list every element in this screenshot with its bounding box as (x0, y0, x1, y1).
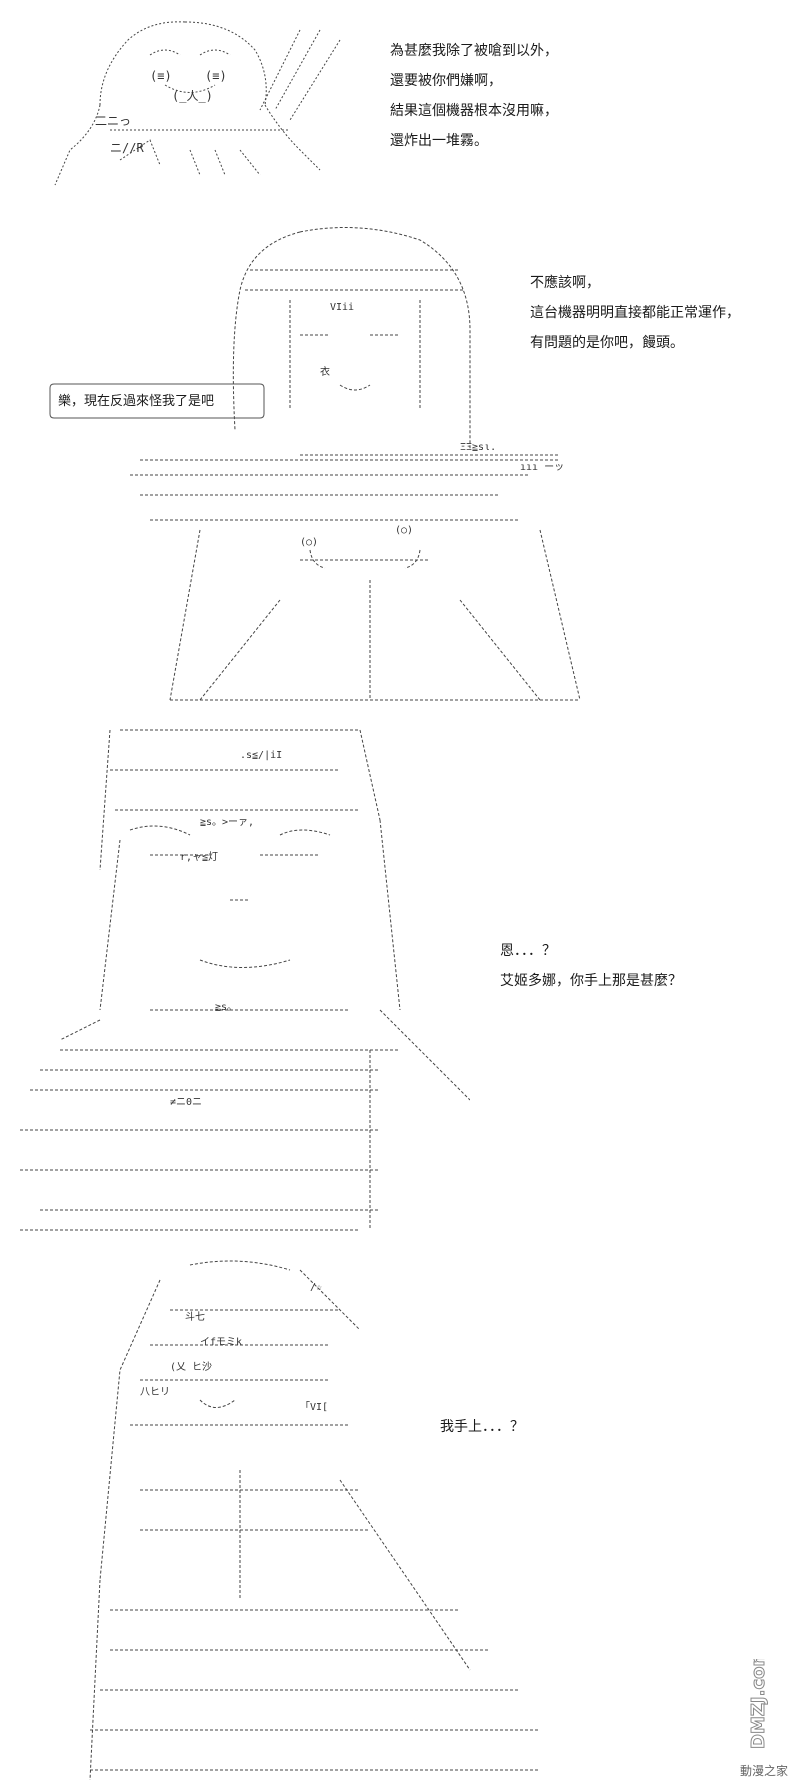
panel-2-dialogue: 不應該啊， 這台機器明明直接都能正常運作， 有問題的是你吧，饅頭。 (530, 268, 740, 358)
yukkuri-ascii-art: (≡) (≡) (_人_) 二ニっ ニ//R (54, 21, 341, 186)
dialogue-line: 還炸出一堆霧。 (390, 133, 488, 149)
panel-4-dialogue: 我手上．．．？ (440, 1412, 524, 1442)
svg-text:(○): (○) (300, 537, 318, 548)
dialogue-line: 我手上．．．？ (440, 1419, 524, 1435)
svg-text:ニ//R: ニ//R (110, 141, 144, 155)
svg-text:衣: 衣 (320, 365, 330, 378)
svg-text:ΞΞ≧sι.: ΞΞ≧sι. (460, 442, 496, 453)
dialogue-line: 還要被你們嫌啊， (390, 73, 502, 89)
speech-bubble-outline (49, 383, 265, 419)
dialogue-line: 有問題的是你吧，饅頭。 (530, 335, 684, 351)
panel-3-dialogue: 恩．．．？ 艾姬多娜，你手上那是甚麼？ (500, 936, 682, 996)
svg-text:.s≦/|iI: .s≦/|iI (240, 750, 282, 761)
svg-text:(乂 ヒ沙: (乂 ヒ沙 (170, 1361, 212, 1373)
girl-closeup-ascii-art: .s≦/|iI ≧s。>ーァ, r,ャ≦灯 ≧s。 ≠ニ0ニ (20, 729, 470, 1231)
svg-text:「VI[: 「VI[ (300, 1401, 328, 1413)
watermark-logo-text: DMZJ.com (748, 1659, 769, 1749)
dialogue-line: 這台機器明明直接都能正常運作， (530, 305, 740, 321)
girl-with-device-ascii-art: VIii 衣 ΞΞ≧sι. ııı ーッ (○) (○) (130, 227, 581, 701)
svg-text:≧s。>ーァ,: ≧s。>ーァ, (200, 817, 254, 828)
svg-text:斗七: 斗七 (185, 1311, 205, 1323)
svg-text:ııı ーッ: ııı ーッ (520, 462, 564, 473)
dialogue-line: 艾姬多娜，你手上那是甚麼？ (500, 973, 682, 989)
watermark: DMZJ.com 動漫之家 (732, 1647, 788, 1779)
panel-4: /☆ 斗七 イfモミk (乂 ヒ沙 八ヒリ 「VI[ 我手上．．．？ DMZJ.… (0, 1250, 800, 1785)
svg-text:八ヒリ: 八ヒリ (140, 1386, 170, 1398)
dialogue-line: 不應該啊， (530, 275, 600, 291)
watermark-caption: 動漫之家 (739, 1764, 788, 1778)
svg-text:r,ャ≦灯: r,ャ≦灯 (180, 851, 218, 863)
panel-2: VIii 衣 ΞΞ≧sι. ııı ーッ (○) (○) 樂，現在反過來怪我了是… (0, 200, 800, 710)
svg-text:≠ニ0ニ: ≠ニ0ニ (170, 1097, 202, 1108)
svg-text:(_人_): (_人_) (172, 89, 213, 103)
svg-text:二ニっ: 二ニっ (95, 114, 131, 128)
panel-3: .s≦/|iI ≧s。>ーァ, r,ャ≦灯 ≧s。 ≠ニ0ニ 恩．．．？ 艾姬多… (0, 710, 800, 1250)
svg-text:≧s。: ≧s。 (215, 1002, 237, 1013)
speech-bubble: 樂，現在反過來怪我了是吧 (48, 380, 266, 420)
svg-text:(○): (○) (395, 525, 413, 536)
svg-text:イfモミk: イfモミk (200, 1337, 242, 1348)
svg-text:/☆: /☆ (310, 1282, 322, 1293)
dmzj-logo: DMZJ.com (748, 1647, 770, 1749)
panel-1: (≡) (≡) (_人_) 二ニっ ニ//R 為甚麼我除了被嗆到以外， 還要被你… (0, 0, 800, 200)
panel-1-dialogue: 為甚麼我除了被嗆到以外， 還要被你們嫌啊， 結果這個機器根本沒用嘛， 還炸出一堆… (390, 36, 558, 156)
dialogue-line: 恩．．．？ (500, 943, 556, 959)
girl-looking-down-ascii-art: /☆ 斗七 イfモミk (乂 ヒ沙 八ヒリ 「VI[ (89, 1260, 540, 1781)
dialogue-line: 結果這個機器根本沒用嘛， (390, 103, 558, 119)
svg-text:VIii: VIii (330, 302, 354, 313)
svg-text:(≡): (≡) (205, 69, 227, 83)
dialogue-line: 為甚麼我除了被嗆到以外， (390, 43, 558, 59)
speech-bubble-text: 樂，現在反過來怪我了是吧 (58, 394, 215, 409)
svg-text:(≡): (≡) (150, 69, 172, 83)
